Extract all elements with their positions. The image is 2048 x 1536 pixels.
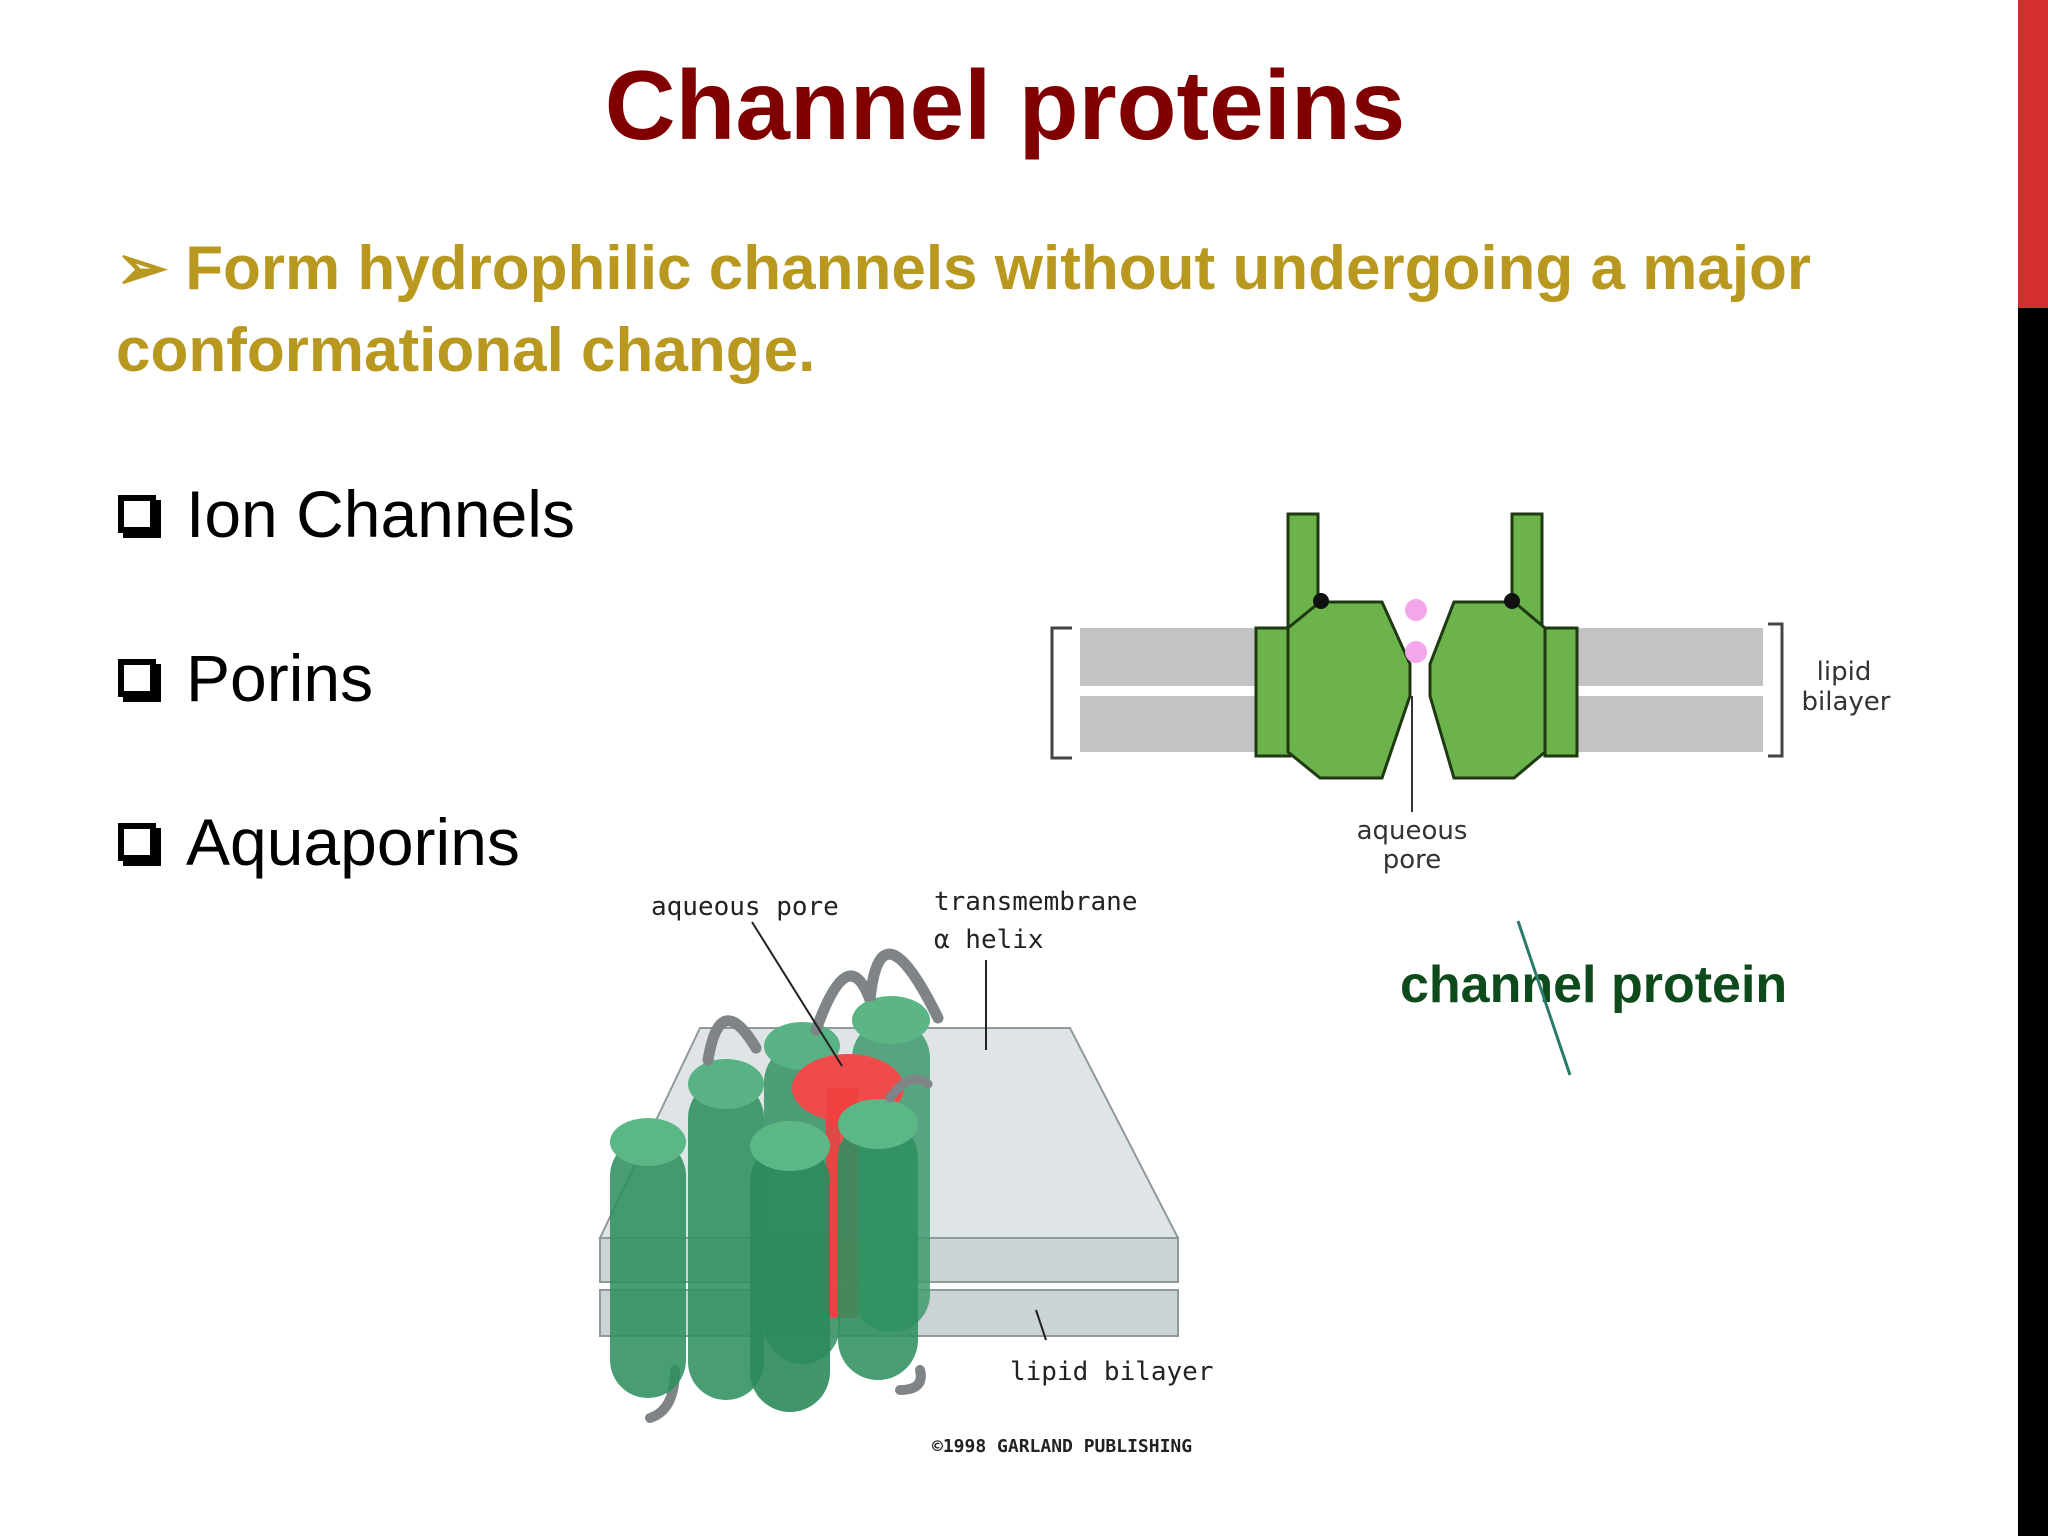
transmembrane-helix-label-line2: α helix: [934, 925, 1044, 955]
left-subunit: [1286, 600, 1412, 780]
helix-cylinder-top: [610, 1118, 686, 1166]
list-item-porins: Porins: [118, 640, 373, 716]
left-subunit-edge: [1254, 626, 1292, 758]
helix-cylinder: [688, 1080, 764, 1400]
left-bracket: [1050, 626, 1072, 760]
channel-crosssection-diagram: lipid bilayer aqueous pore: [1050, 512, 1891, 875]
left-hinge-dot: [1313, 593, 1329, 609]
lipid-bilayer-label-line1: lipid: [1817, 657, 1872, 687]
list-item-label: Aquaporins: [186, 805, 520, 879]
checkbox-icon: [118, 495, 156, 533]
helix-cylinder-top: [852, 996, 930, 1044]
copyright-text: ©1998 GARLAND PUBLISHING: [932, 1436, 1192, 1457]
helix-connecting-loop: [810, 948, 944, 1036]
edge-bar-black-segment: [2018, 308, 2048, 1536]
annotation-slash-mark: [1516, 920, 1572, 1076]
solute-dot: [1405, 599, 1427, 621]
helix-cylinder: [750, 1142, 830, 1412]
helix-connecting-loop: [885, 1074, 933, 1103]
main-bullet: ➢ Form hydrophilic channels without unde…: [116, 228, 1816, 392]
transmembrane-helix-label-line1: transmembrane: [934, 887, 1138, 917]
slide-title: Channel proteins: [604, 50, 1406, 160]
aqueous-pore-label-line2: pore: [1383, 845, 1442, 875]
helix-connecting-loop: [702, 1015, 762, 1066]
helix-cylinder: [838, 1118, 918, 1380]
channel-protein-annotation: channel protein: [1400, 956, 1788, 1014]
helix-cylinder: [610, 1138, 686, 1398]
helix-tail-loop: [895, 1365, 926, 1395]
checkbox-icon: [118, 823, 156, 861]
list-item-label: Ion Channels: [186, 477, 575, 551]
main-bullet-text: Form hydrophilic channels without underg…: [116, 234, 1812, 385]
right-subunit: [1428, 600, 1547, 780]
helix-cylinder-top: [750, 1121, 830, 1171]
right-bracket: [1768, 622, 1784, 758]
lipid-leader: [1035, 1309, 1047, 1341]
list-item-label: Porins: [186, 641, 374, 715]
aqueous-pore-label: aqueous pore: [651, 892, 839, 922]
lipid-bilayer-label: lipid bilayer: [1010, 1357, 1214, 1387]
bullet-arrow-icon: ➢: [116, 234, 168, 303]
checkbox-icon: [118, 659, 156, 697]
edge-bar-red-segment: [2018, 0, 2048, 308]
solute-dot: [1405, 641, 1427, 663]
bilayer-right-top: [1558, 628, 1763, 686]
slide-edge-bar: [2018, 0, 2048, 1536]
aqueous-pore-label-line1: aqueous: [1357, 816, 1468, 846]
right-subunit-edge: [1543, 626, 1579, 758]
list-item-ion-channels: Ion Channels: [118, 476, 575, 552]
helix-cylinder-top: [688, 1059, 764, 1109]
bilayer-right-bottom: [1558, 696, 1763, 752]
helix-cylinder-top: [838, 1099, 918, 1149]
lipid-bilayer-label-line2: bilayer: [1802, 687, 1891, 717]
right-hinge-dot: [1504, 593, 1520, 609]
aqueous-pore-leader: [751, 921, 843, 1067]
channel-3d-diagram: aqueous pore transmembrane α helix lipid…: [598, 887, 1214, 1457]
list-item-aquaporins: Aquaporins: [118, 804, 520, 880]
